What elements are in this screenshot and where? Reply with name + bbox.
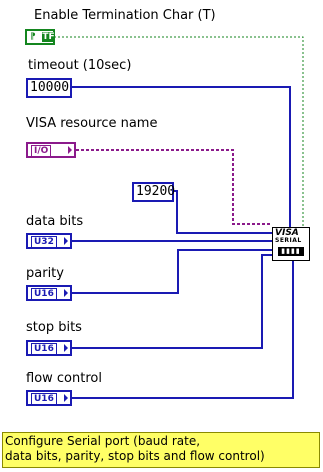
data-bits-control[interactable]: U32 [26, 233, 72, 249]
output-arrow-icon [64, 394, 68, 402]
flow-control-terminal-type: U16 [31, 393, 57, 405]
enable-termination-wire [54, 36, 304, 227]
output-arrow-icon [64, 344, 68, 352]
visa-serial-config-icon[interactable]: VISA SERIAL ▮▮▮▮ [272, 227, 310, 261]
diagram-comment[interactable]: Configure Serial port (baud rate, data b… [2, 432, 320, 468]
visa-resource-wire [76, 149, 272, 225]
enable-termination-control[interactable]: ⁋ TF [25, 29, 55, 45]
data-bits-label: data bits [26, 214, 84, 229]
stop-bits-terminal-type: U16 [31, 343, 57, 355]
baud-rate-wire [172, 190, 272, 234]
output-arrow-icon [64, 289, 68, 297]
subvi-subtitle: SERIAL [275, 237, 302, 244]
serial-connector-icon: ▮▮▮▮ [278, 247, 304, 256]
boolean-control-icon: ⁋ [30, 32, 36, 42]
parity-wire [72, 249, 272, 294]
flow-control-wire [72, 261, 294, 399]
stop-bits-control[interactable]: U16 [26, 340, 72, 356]
visa-resource-control[interactable]: I/O [26, 142, 76, 158]
data-bits-terminal-type: U32 [31, 236, 57, 248]
output-arrow-icon [64, 237, 68, 245]
stop-bits-wire [72, 254, 272, 349]
flow-control-control[interactable]: U16 [26, 390, 72, 406]
comment-line-2: data bits, parity, stop bits and flow co… [5, 449, 265, 463]
comment-line-1: Configure Serial port (baud rate, [5, 434, 201, 448]
timeout-numeric-control[interactable]: 10000 [26, 78, 72, 98]
parity-terminal-type: U16 [31, 288, 57, 300]
enable-termination-label: Enable Termination Char (T) [34, 8, 216, 23]
baud-rate-numeric-control[interactable]: 19200 [132, 182, 175, 202]
output-arrow-icon [68, 146, 72, 154]
stop-bits-label: stop bits [26, 320, 82, 335]
flow-control-label: flow control [26, 371, 102, 386]
parity-label: parity [26, 266, 64, 281]
timeout-wire [71, 86, 291, 227]
parity-control[interactable]: U16 [26, 285, 72, 301]
subvi-title: VISA [275, 228, 299, 238]
visa-resource-label: VISA resource name [26, 116, 158, 131]
boolean-value-glyph: TF [42, 32, 55, 42]
timeout-label: timeout (10sec) [28, 58, 132, 73]
visa-terminal-type: I/O [31, 145, 52, 157]
